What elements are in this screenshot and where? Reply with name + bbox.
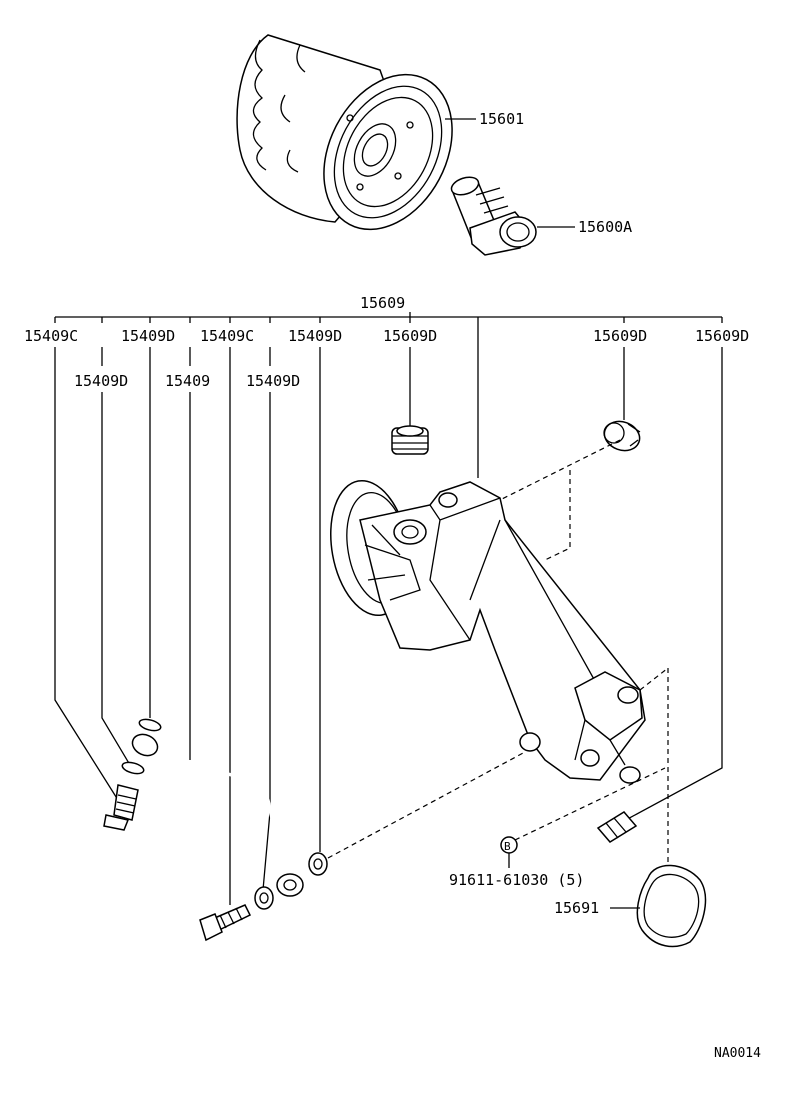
- assembly-line-bolt: [514, 767, 666, 841]
- label-91611-61030: 91611-61030 (5): [449, 871, 584, 889]
- label-15409D-lower-left: 15409D: [74, 372, 128, 390]
- bolt-marker-letter: B: [504, 840, 511, 853]
- union-bolt-15409C-center: [199, 904, 252, 942]
- label-15601: 15601: [479, 110, 524, 128]
- label-15409D-lower-center: 15409D: [246, 372, 300, 390]
- gasket-15409D-right: [308, 852, 328, 876]
- label-15409D-upper-center: 15409D: [288, 327, 342, 345]
- label-15409: 15409: [165, 372, 210, 390]
- gasket-15409D-left: [121, 761, 145, 775]
- label-15409D-upper-left: 15409D: [121, 327, 175, 345]
- label-15609: 15609: [360, 294, 405, 312]
- oil-filter-bracket: [330, 479, 646, 784]
- oil-pipe-15409: [131, 733, 304, 897]
- plug-15609D-lower: [596, 811, 638, 843]
- assembly-line-gasket: [639, 667, 669, 870]
- plug-15609D-center: [603, 420, 641, 452]
- gasket-15409D-top-left: [138, 718, 162, 732]
- label-15409C-left: 15409C: [24, 327, 78, 345]
- union-15600A: [450, 176, 537, 256]
- gasket-15409D-center: [254, 886, 274, 910]
- label-15691: 15691: [554, 899, 599, 917]
- union-bolt-15409C-left: [103, 784, 139, 831]
- leader-15409C-left: [54, 347, 119, 801]
- gasket-15691: [636, 864, 707, 948]
- plug-15609D-left: [391, 425, 429, 455]
- drawing-code: NA0014: [714, 1046, 761, 1061]
- leader-15609D-right: [621, 347, 723, 823]
- label-15409C-center: 15409C: [200, 327, 254, 345]
- label-15600A: 15600A: [578, 218, 632, 236]
- label-15609D-left: 15609D: [383, 327, 437, 345]
- group-bracket-15609: [54, 312, 723, 478]
- oil-filter-15601: [236, 34, 453, 231]
- leader-15409D-lower-left: [101, 347, 131, 766]
- label-15609D-center: 15609D: [593, 327, 647, 345]
- assembly-line-washer: [327, 751, 526, 859]
- assembly-line-upper: [499, 439, 621, 561]
- label-15609D-right: 15609D: [695, 327, 749, 345]
